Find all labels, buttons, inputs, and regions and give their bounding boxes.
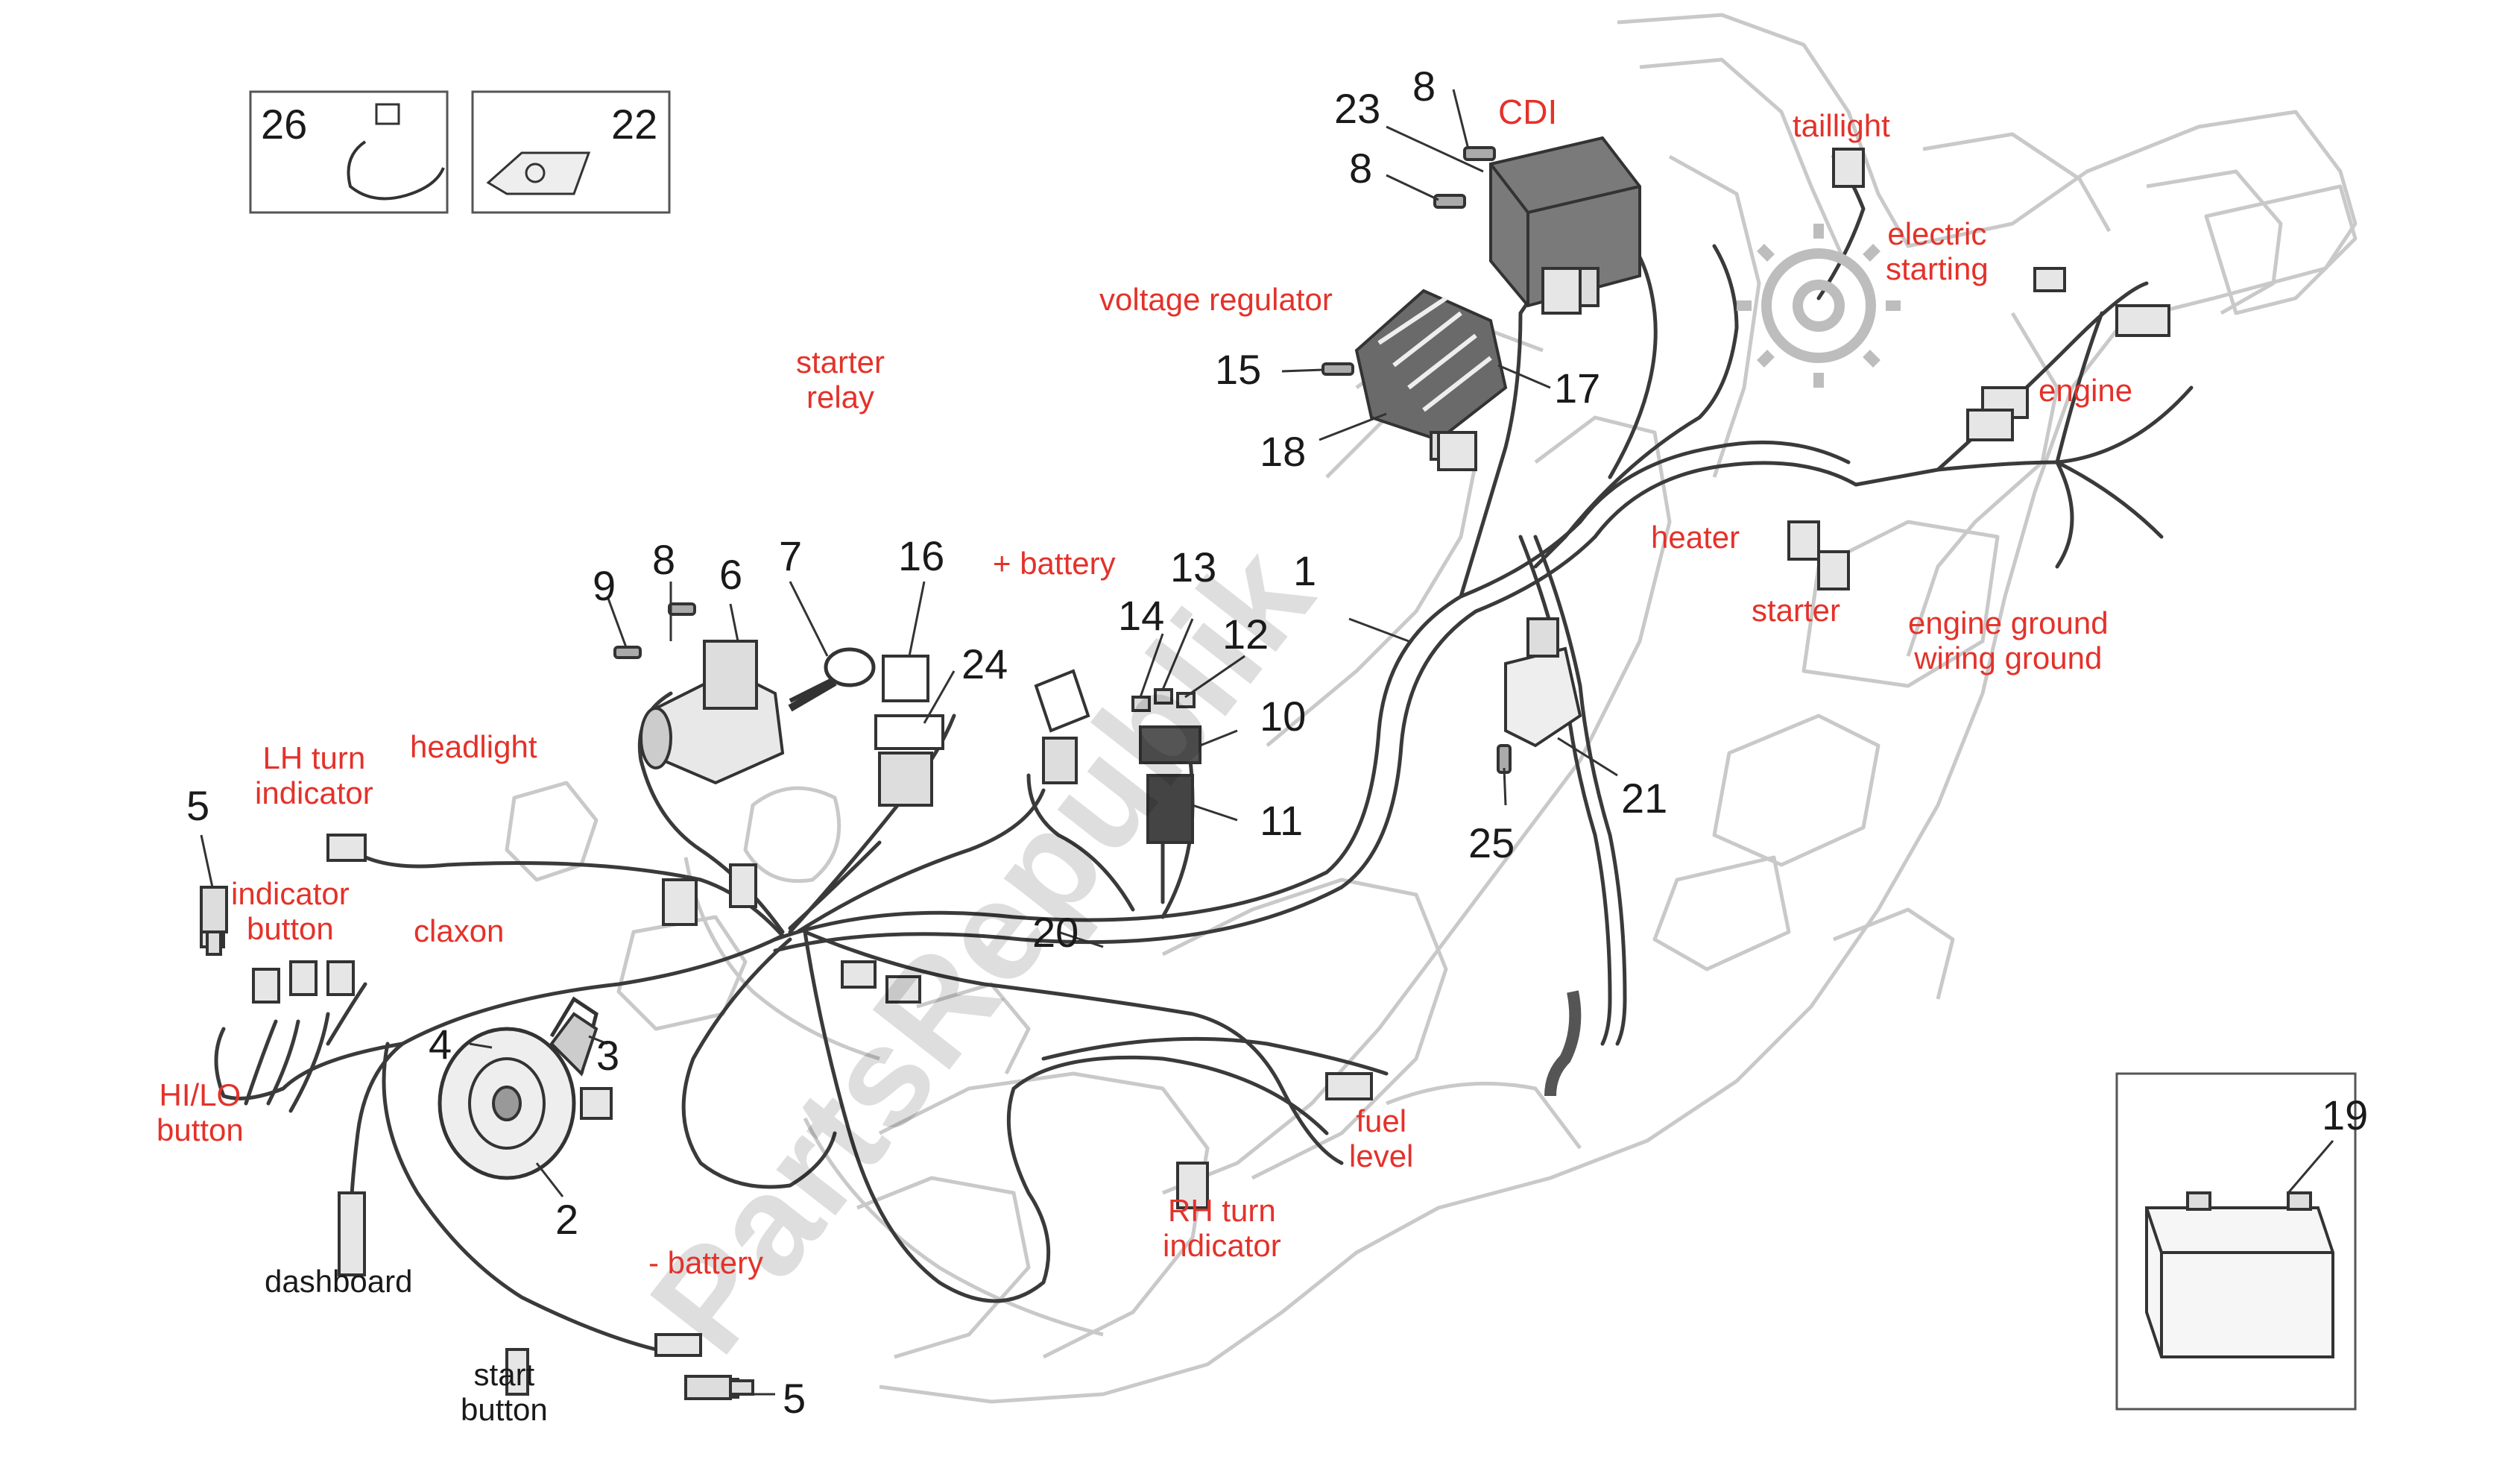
- label-minus-battery: - battery: [648, 1245, 764, 1280]
- callout-17: 17: [1554, 365, 1601, 412]
- key-icon: [788, 647, 876, 712]
- callout-21: 21: [1621, 775, 1668, 822]
- inset-box-22: [471, 90, 671, 214]
- battery-icon: [2145, 1191, 2334, 1358]
- callout-5-bottom: 5: [783, 1375, 806, 1422]
- label-hilo-button: HI/LO button: [157, 1077, 244, 1148]
- callout-5-top: 5: [186, 782, 210, 829]
- callout-6: 6: [719, 551, 743, 598]
- callout-8-low: 8: [652, 536, 676, 583]
- callout-26: 26: [261, 101, 308, 148]
- fuse-box-icon: [1131, 688, 1201, 844]
- callout-3: 3: [596, 1032, 620, 1079]
- label-start-button: start button: [461, 1357, 548, 1428]
- callout-11: 11: [1260, 797, 1304, 844]
- callout-8-mid: 8: [1349, 145, 1373, 192]
- callout-20: 20: [1032, 909, 1079, 956]
- callout-19: 19: [2322, 1092, 2369, 1138]
- callout-9: 9: [593, 562, 616, 609]
- ignition-switch-icon: [640, 640, 836, 785]
- gear-icon: [1737, 224, 1901, 388]
- horn-bracket-icon: [549, 1012, 599, 1077]
- callout-18: 18: [1260, 428, 1307, 475]
- callout-15: 15: [1215, 346, 1262, 393]
- clip-nut-icon: [486, 151, 591, 195]
- inset-box-19: [2115, 1072, 2357, 1411]
- voltage-regulator-icon: [1354, 289, 1508, 461]
- label-starter-relay: starter relay: [796, 344, 885, 415]
- label-lh-turn-indicator: LH turn indicator: [255, 740, 373, 811]
- battery-positive-connector-icon: [1034, 669, 1090, 784]
- label-engine: engine: [2039, 373, 2133, 408]
- label-heater: heater: [1651, 520, 1740, 555]
- callout-16: 16: [898, 532, 945, 579]
- label-rh-turn-indicator: RH turn indicator: [1163, 1193, 1281, 1264]
- label-claxon: claxon: [414, 913, 505, 948]
- label-plus-battery: + battery: [993, 546, 1116, 581]
- label-fuel-level: fuel level: [1349, 1103, 1414, 1174]
- callout-25: 25: [1468, 819, 1515, 866]
- cable-tie-icon: [347, 140, 445, 201]
- leader-lines: [200, 89, 2334, 1396]
- label-taillight: taillight: [1793, 108, 1890, 143]
- label-starter: starter: [1752, 593, 1841, 628]
- callout-2: 2: [555, 1196, 579, 1243]
- horn-icon: [438, 996, 599, 1180]
- cdi-unit-icon: [1489, 136, 1641, 308]
- callout-24: 24: [961, 640, 1008, 687]
- starter-relay-icon: [874, 655, 944, 807]
- label-electric-starting: electric starting: [1886, 216, 1989, 287]
- callout-13: 13: [1170, 544, 1217, 590]
- callout-12: 12: [1222, 611, 1269, 658]
- callout-23: 23: [1334, 85, 1381, 132]
- label-voltage-regulator: voltage regulator: [1099, 282, 1333, 317]
- callout-1: 1: [1293, 547, 1317, 594]
- label-engine-ground: engine ground wiring ground: [1908, 605, 2109, 676]
- label-indicator-button: indicator button: [231, 876, 350, 947]
- callout-8-top: 8: [1412, 63, 1436, 110]
- callout-7: 7: [779, 532, 803, 579]
- ignition-coil-icon: [1504, 617, 1582, 1097]
- callout-22: 22: [611, 101, 658, 148]
- label-dashboard: dashboard: [265, 1264, 413, 1299]
- inset-box-26: [249, 90, 449, 214]
- switch-5-top-icon: [200, 886, 228, 956]
- components: [200, 136, 2170, 1400]
- callout-14: 14: [1118, 592, 1165, 639]
- callout-10: 10: [1260, 693, 1307, 740]
- callout-4: 4: [429, 1021, 452, 1068]
- label-cdi: CDI: [1498, 92, 1558, 131]
- switch-5-bottom-icon: [684, 1375, 754, 1400]
- label-headlight: headlight: [410, 729, 537, 764]
